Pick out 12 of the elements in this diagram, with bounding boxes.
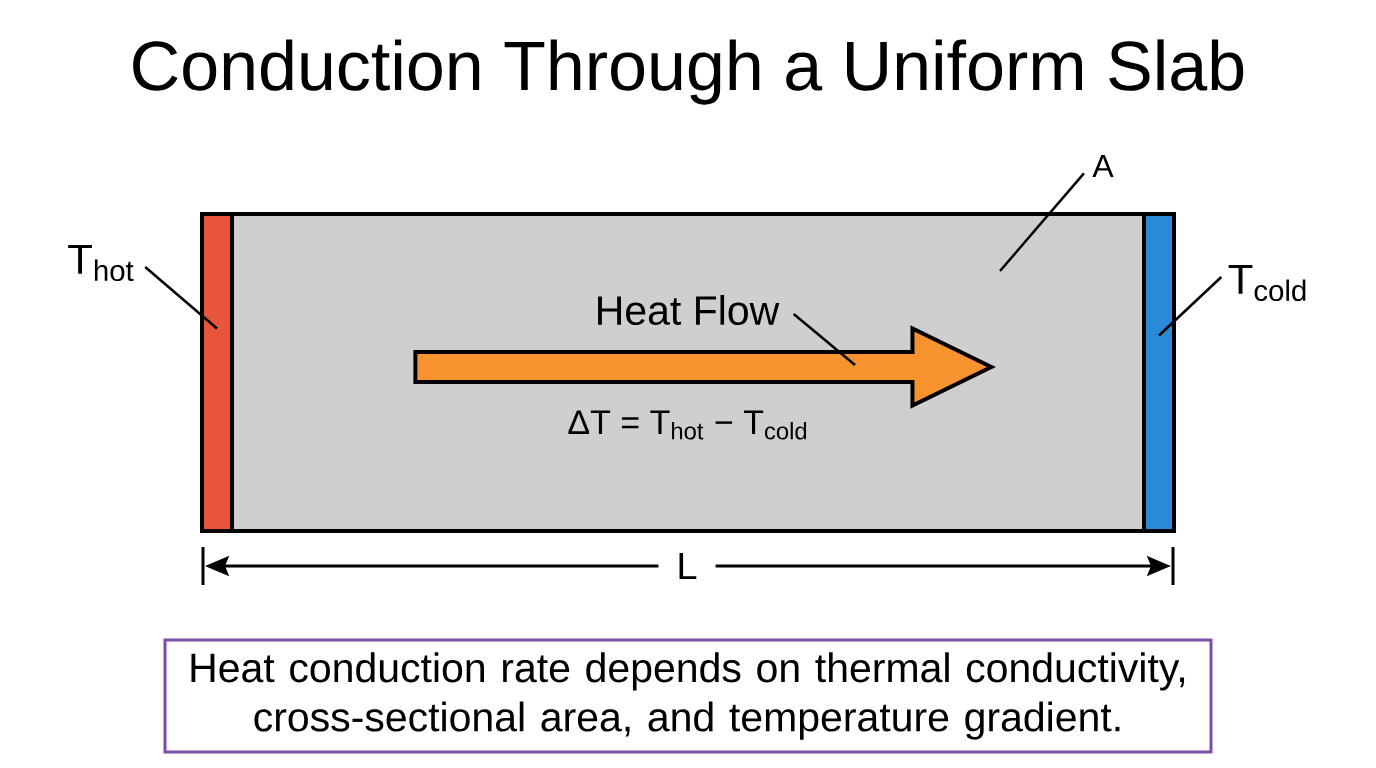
caption-box: Heat conduction rate depends on thermal conductivity, cross-sectional area, and temperature gradient. bbox=[163, 638, 1213, 754]
leader-line bbox=[1158, 276, 1223, 337]
temperature-label: T$_{cold}$ bbox=[1228, 264, 1306, 302]
formula-label: ΔT = T$_{hot}$ − T$_{cold}$ bbox=[568, 410, 807, 440]
dimension-label: L bbox=[658, 548, 716, 584]
leader-line bbox=[144, 266, 218, 330]
title: Conduction Through a Uniform Slab bbox=[133, 39, 1244, 105]
flow-label: Heat Flow bbox=[598, 294, 780, 326]
leader-line bbox=[999, 172, 1085, 272]
area-label: A bbox=[1092, 155, 1114, 177]
leader-line bbox=[792, 313, 856, 366]
temperature-label: T$_{hot}$ bbox=[68, 244, 134, 282]
